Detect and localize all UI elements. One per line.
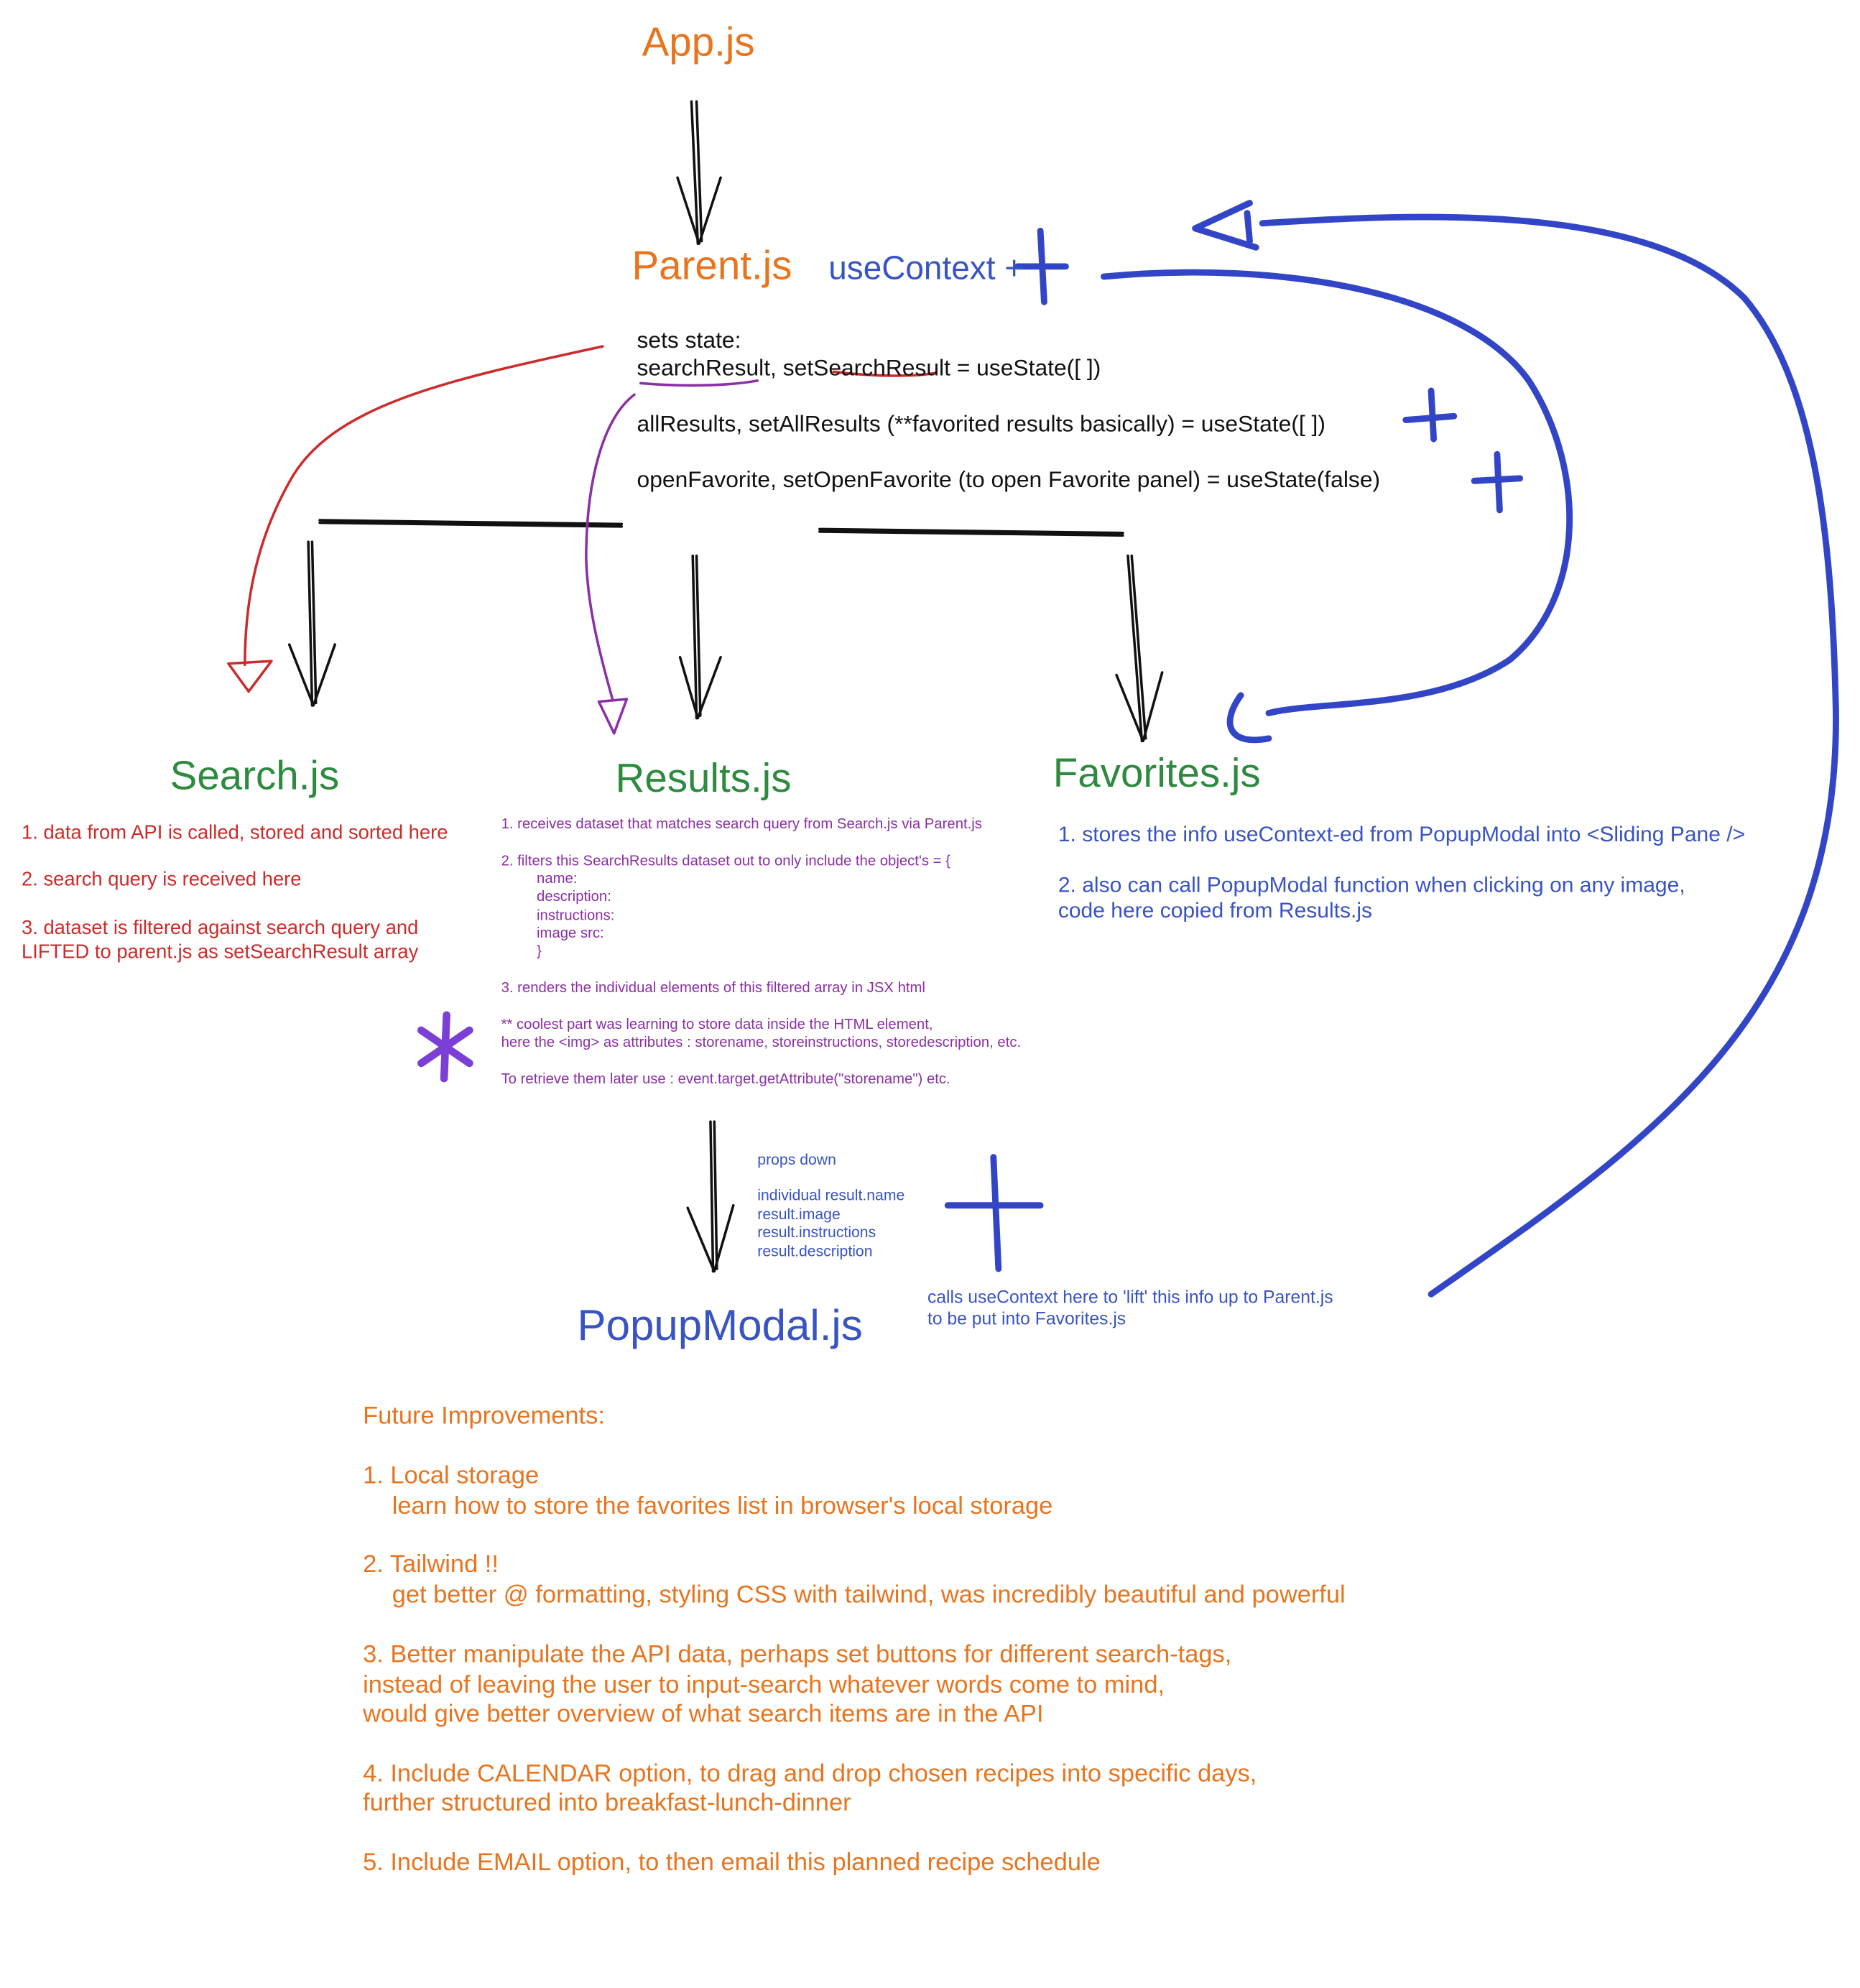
props-line-1: individual result.name bbox=[757, 1186, 905, 1204]
blue-loop-popup-to-parent bbox=[1259, 213, 1839, 1298]
future-item-4b: further structured into breakfast-lunch-… bbox=[363, 1789, 851, 1817]
search-result-sep: , set bbox=[770, 355, 814, 381]
blue-arrowhead-parent bbox=[1192, 200, 1259, 251]
use-context-label: useContext + bbox=[828, 249, 1024, 287]
node-app: App.js bbox=[642, 19, 755, 65]
parent-state-all-results: allResults, setAllResults (**favorited r… bbox=[637, 411, 1325, 437]
branch-line-left bbox=[318, 519, 624, 528]
search-note-1: 1. data from API is called, stored and s… bbox=[22, 822, 448, 844]
results-field-instructions: instructions: bbox=[537, 908, 615, 924]
arrow-to-search bbox=[287, 540, 336, 707]
props-line-3: result.instructions bbox=[757, 1223, 876, 1242]
results-field-name: name: bbox=[537, 872, 578, 887]
red-curve-to-search bbox=[244, 345, 604, 667]
node-results: Results.js bbox=[615, 754, 792, 801]
node-parent: Parent.js bbox=[631, 242, 792, 288]
future-item-2-desc: get better @ formatting, styling CSS wit… bbox=[392, 1581, 1346, 1609]
red-arrowhead bbox=[227, 660, 273, 693]
parent-state-search-line: searchResult, setSearchResult = useState… bbox=[637, 355, 1101, 382]
future-item-5: 5. Include EMAIL option, to then email t… bbox=[363, 1849, 1101, 1877]
results-field-image: image src: bbox=[537, 926, 604, 942]
future-item-3b: instead of leaving the user to input-sea… bbox=[363, 1670, 1165, 1699]
results-close-brace: } bbox=[537, 943, 542, 960]
results-cool-2: here the <img> as attributes : storename… bbox=[501, 1035, 1022, 1051]
arrow-to-favorites bbox=[1115, 554, 1164, 743]
plus-icon-openfavorite bbox=[1471, 450, 1524, 514]
blue-loop-parent-to-favorites bbox=[1101, 269, 1573, 716]
red-arrow bbox=[227, 345, 937, 693]
plus-icon-usecontext bbox=[1014, 227, 1069, 305]
parent-state-heading: sets state: bbox=[637, 327, 741, 353]
search-note-3a: 3. dataset is filtered against search qu… bbox=[22, 917, 419, 939]
node-popup: PopupModal.js bbox=[577, 1301, 863, 1351]
results-cool-1: ** coolest part was learning to store da… bbox=[501, 1017, 933, 1033]
results-note-2: 2. filters this SearchResults dataset ou… bbox=[501, 854, 950, 869]
favorites-note-1: 1. stores the info useContext-ed from Po… bbox=[1058, 822, 1746, 846]
search-result-var: searchResult bbox=[637, 355, 771, 381]
future-item-1-title: 1. Local storage bbox=[363, 1461, 540, 1490]
plus-icon-allresults bbox=[1402, 387, 1458, 443]
branch-line-right bbox=[818, 527, 1124, 537]
results-field-description: description: bbox=[537, 889, 611, 905]
node-favorites: Favorites.js bbox=[1052, 749, 1261, 796]
popup-note-2: to be put into Favorites.js bbox=[927, 1308, 1126, 1329]
blue-strokes bbox=[944, 200, 1839, 1298]
arrow-to-results bbox=[678, 554, 722, 720]
purple-arrowhead bbox=[597, 698, 629, 735]
arrow-app-to-parent bbox=[676, 100, 722, 245]
arrow-to-popup bbox=[686, 1120, 735, 1273]
search-result-usestate: = useState([ ]) bbox=[950, 355, 1101, 381]
black-arrows bbox=[287, 100, 1164, 1273]
plus-icon-popup bbox=[944, 1154, 1044, 1272]
future-item-3a: 3. Better manipulate the API data, perha… bbox=[363, 1640, 1232, 1669]
blue-arrowhead-favorites bbox=[1226, 692, 1272, 744]
purple-underline bbox=[639, 379, 759, 387]
node-search: Search.js bbox=[170, 752, 340, 798]
parent-state-open-favorite: openFavorite, setOpenFavorite (to open F… bbox=[637, 466, 1381, 493]
results-note-3: 3. renders the individual elements of th… bbox=[501, 981, 925, 997]
favorites-note-2b: code here copied from Results.js bbox=[1058, 898, 1373, 923]
future-item-4a: 4. Include CALENDAR option, to drag and … bbox=[363, 1760, 1257, 1788]
future-item-2-title: 2. Tailwind !! bbox=[363, 1550, 499, 1578]
purple-arrow bbox=[585, 379, 759, 735]
search-note-2: 2. search query is received here bbox=[22, 869, 302, 891]
props-heading: props down bbox=[757, 1150, 836, 1169]
results-retrieve: To retrieve them later use : event.targe… bbox=[501, 1072, 950, 1088]
search-note-3b: LIFTED to parent.js as setSearchResult a… bbox=[22, 941, 419, 963]
asterisk-icon bbox=[417, 1011, 473, 1083]
props-line-2: result.image bbox=[757, 1205, 841, 1224]
future-item-1-desc: learn how to store the favorites list in… bbox=[392, 1492, 1053, 1520]
favorites-note-2a: 2. also can call PopupModal function whe… bbox=[1058, 873, 1685, 897]
props-line-4: result.description bbox=[757, 1242, 873, 1260]
red-underline bbox=[832, 370, 937, 377]
purple-curve-to-results bbox=[585, 393, 636, 702]
future-item-3c: would give better overview of what searc… bbox=[363, 1700, 1044, 1729]
set-search-result-var: SearchResult bbox=[813, 355, 950, 381]
results-note-1: 1. receives dataset that matches search … bbox=[501, 817, 982, 833]
popup-note-1: calls useContext here to 'lift' this inf… bbox=[927, 1286, 1333, 1307]
future-heading: Future Improvements: bbox=[363, 1402, 605, 1430]
